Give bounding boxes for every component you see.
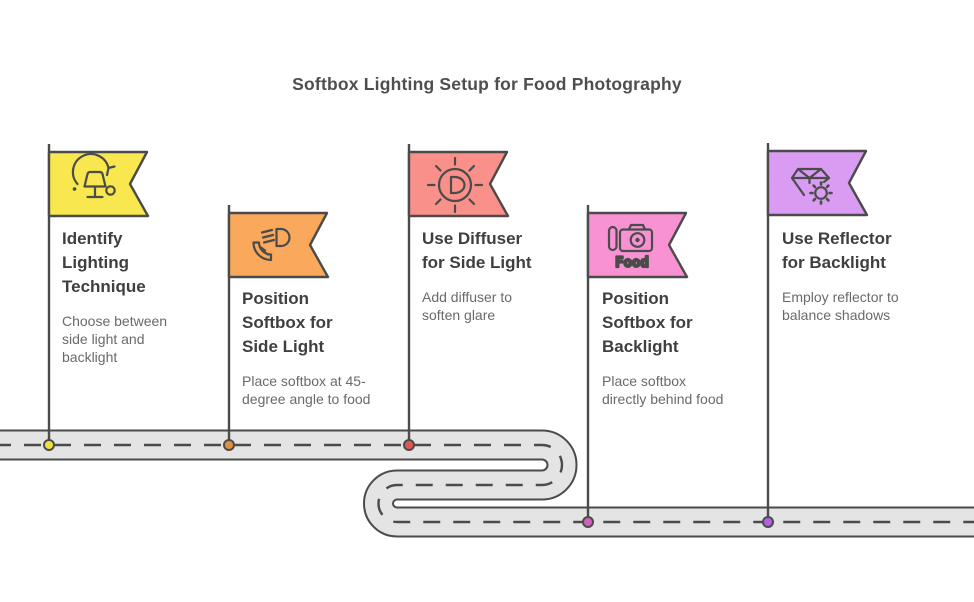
step-1-heading: Identify Lighting Technique — [62, 229, 146, 296]
step-2-heading: Position Softbox for Side Light — [242, 289, 333, 356]
food-label: Food — [615, 255, 649, 271]
step-5-text: Use Reflector for Backlight Employ refle… — [782, 227, 932, 324]
flag-banner — [407, 150, 510, 218]
milestone-dot — [403, 439, 415, 451]
step-1-text: Identify Lighting Technique Choose betwe… — [62, 227, 212, 366]
flag-banner — [47, 150, 150, 218]
milestone-dot — [762, 516, 774, 528]
lamp-rotation-icon — [71, 152, 116, 199]
step-4-heading: Position Softbox for Backlight — [602, 289, 693, 356]
flag-step-1 — [47, 150, 150, 218]
gem-reflector-icon — [790, 167, 833, 205]
step-3-text: Use Diffuser for Side Light Add diffuser… — [422, 227, 572, 324]
step-2-text: Position Softbox for Side Light Place so… — [242, 287, 392, 408]
headlight-beam-icon — [252, 227, 291, 262]
flag-step-5 — [766, 149, 869, 217]
step-3-heading: Use Diffuser for Side Light — [422, 229, 532, 272]
milestone-dots — [43, 439, 774, 528]
page-title: Softbox Lighting Setup for Food Photogra… — [292, 74, 682, 94]
milestone-dot — [223, 439, 235, 451]
road-centerline — [0, 443, 974, 524]
flag-banner — [586, 211, 689, 279]
step-4-text: Position Softbox for Backlight Place sof… — [602, 287, 752, 408]
sun-diffuser-icon — [426, 156, 484, 214]
flag-banner — [766, 149, 869, 217]
milestone-dot — [43, 439, 55, 451]
step-5-body: Employ reflector to balance shadows — [782, 289, 899, 323]
step-1-body: Choose between side light and backlight — [62, 313, 168, 365]
flag-step-3 — [407, 150, 510, 218]
step-5-heading: Use Reflector for Backlight — [782, 229, 892, 272]
food-camera-icon: Food — [607, 223, 654, 272]
flag-step-4 — [586, 211, 689, 279]
step-2-body: Place softbox at 45- degree angle to foo… — [242, 373, 371, 407]
road-surface — [0, 431, 974, 536]
step-4-body: Place softbox directly behind food — [602, 373, 724, 407]
milestone-dot — [582, 516, 594, 528]
road — [0, 429, 974, 538]
step-3-body: Add diffuser to soften glare — [422, 289, 513, 323]
